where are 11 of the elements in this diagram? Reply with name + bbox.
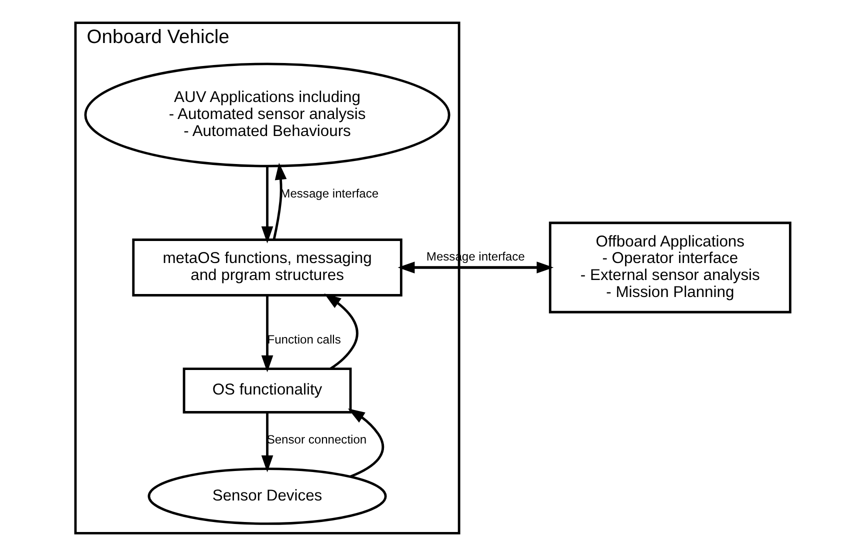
- arrow: [260, 166, 273, 244]
- node-box: OS functionality: [182, 368, 352, 414]
- node-ellipse: Sensor Devices: [147, 468, 386, 525]
- node-ellipse: AUV Applications including - Automated sensor analysis - Automated Behaviours: [84, 62, 450, 168]
- arrow: [272, 162, 286, 240]
- node-box: metaOS functions, messaging and prgram structures: [132, 238, 402, 296]
- arrow: [260, 412, 273, 472]
- arrow: [347, 408, 384, 478]
- arrow: [260, 295, 273, 372]
- arrow: [324, 294, 358, 370]
- node-box: Offboard Applications - Operator interface - External sensor analysis - Mission Planning: [548, 222, 791, 314]
